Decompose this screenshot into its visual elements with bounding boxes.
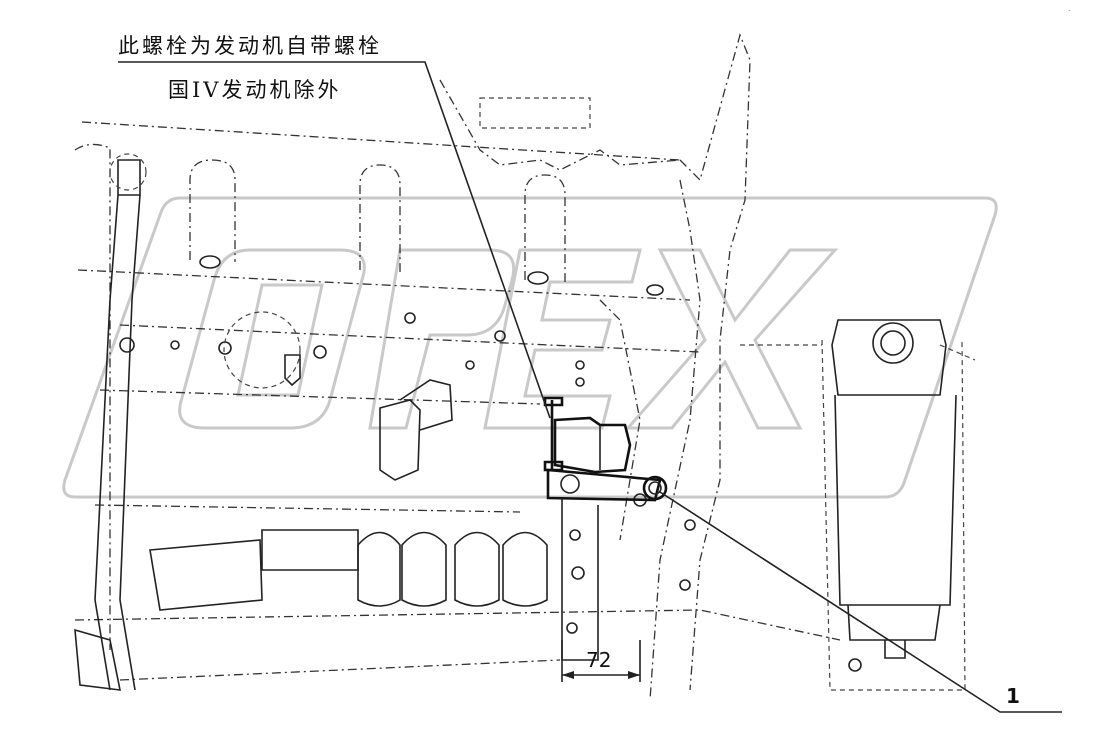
filter-housing xyxy=(740,319,976,691)
exhaust-ports xyxy=(189,159,664,296)
block-sensor xyxy=(223,311,301,389)
bolt-holes xyxy=(119,312,696,634)
dimension-72 xyxy=(561,640,641,682)
callout-leader-line xyxy=(659,491,1062,713)
dimension-label: 72 xyxy=(586,648,612,672)
watermark-frame xyxy=(62,196,998,499)
note-line-1: 此螺栓为发动机自带螺栓 xyxy=(118,34,382,58)
left-pipe xyxy=(94,153,147,691)
injector-row xyxy=(74,529,548,691)
watermark-logo xyxy=(178,248,839,430)
note-leader-line xyxy=(118,61,551,419)
solenoid-bracket-assembly xyxy=(543,396,668,661)
corner-mark: . xyxy=(1068,4,1071,13)
callout-number: 1 xyxy=(1006,684,1020,708)
engine-outline xyxy=(74,32,841,701)
side-connector xyxy=(379,379,453,481)
note-line-2: 国IV发动机除外 xyxy=(168,78,342,102)
